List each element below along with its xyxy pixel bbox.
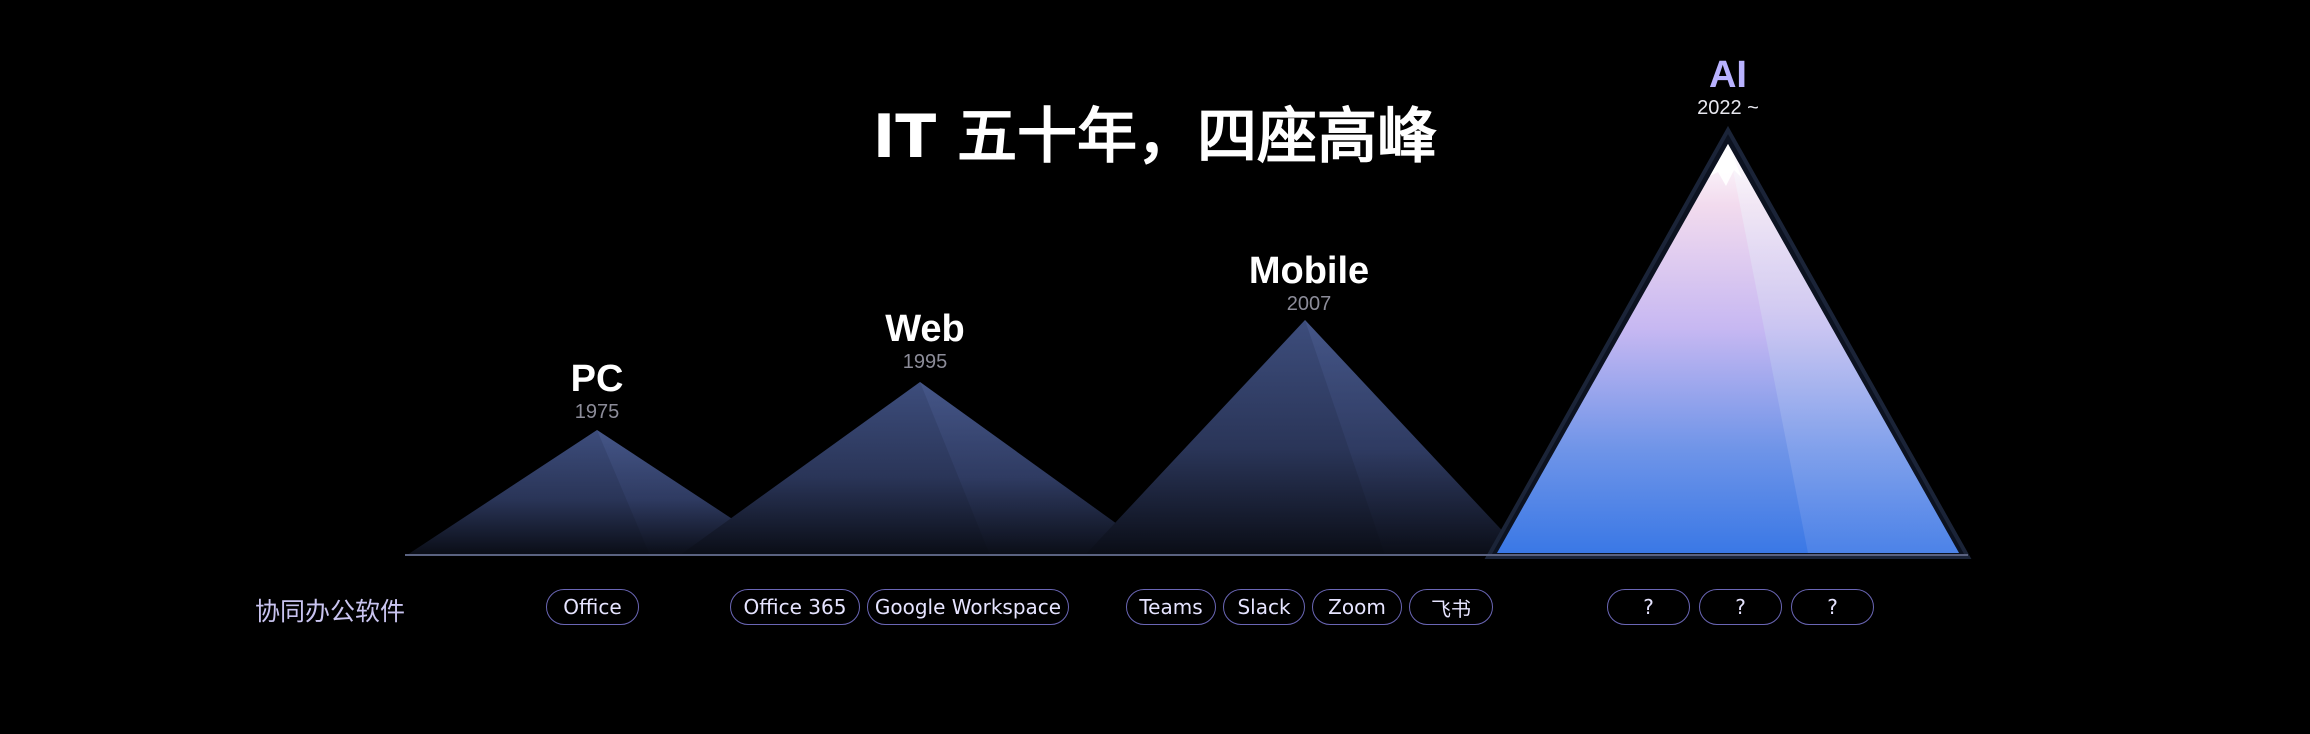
peak-name: PC (570, 358, 624, 400)
peak-label-mobile: Mobile 2007 (1248, 250, 1370, 316)
product-chip-zoom: Zoom (1312, 589, 1402, 625)
peak-name: AI (1708, 54, 1747, 96)
product-chip-google-workspace: Google Workspace (867, 589, 1069, 625)
peak-mobile (1085, 320, 1525, 555)
product-chip-unknown-3: ? (1791, 589, 1874, 625)
peak-year: 1975 (574, 400, 620, 423)
page-title: IT 五十年，四座高峰 (872, 102, 1438, 172)
product-chip-slack: Slack (1223, 589, 1305, 625)
product-chip-unknown-1: ? (1607, 589, 1690, 625)
peak-ai (1484, 125, 1972, 559)
snow-cap (1710, 144, 1742, 186)
category-label: 协同办公软件 (255, 597, 406, 626)
peak-year: 2022 ~ (1697, 96, 1759, 119)
peak-label-ai: AI 2022 ~ (1697, 54, 1759, 120)
product-chip-unknown-2: ? (1699, 589, 1782, 625)
peak-web (680, 382, 1160, 555)
product-chip-office: Office (546, 589, 639, 625)
peak-name: Web (885, 308, 965, 350)
peak-name: Mobile (1248, 250, 1370, 292)
peak-label-pc: PC 1975 (570, 358, 624, 424)
peak-label-web: Web 1995 (885, 308, 965, 374)
product-chip-feishu: 飞书 (1409, 589, 1493, 625)
product-chip-office-365: Office 365 (730, 589, 860, 625)
peak-year: 1995 (902, 350, 948, 373)
peak-year: 2007 (1286, 292, 1332, 315)
product-chip-teams: Teams (1126, 589, 1216, 625)
